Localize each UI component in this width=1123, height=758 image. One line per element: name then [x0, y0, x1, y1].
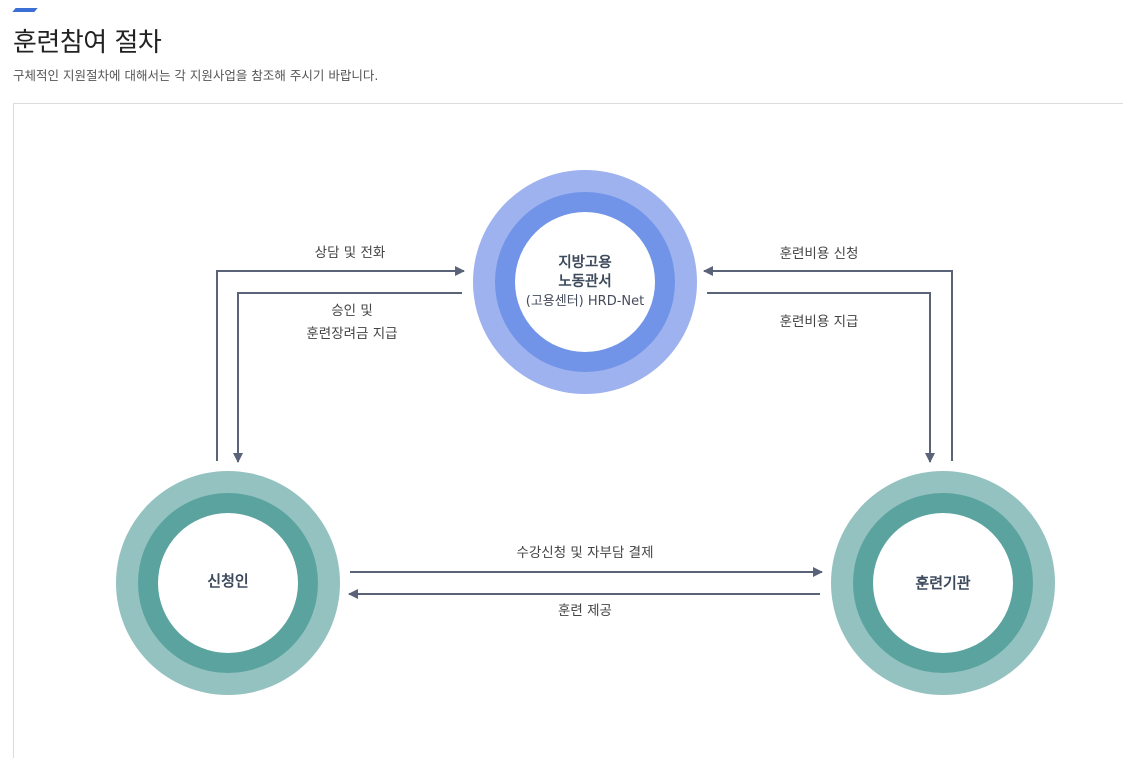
office-label-line1: 지방고용	[558, 255, 612, 271]
diagram-panel	[13, 103, 1123, 758]
institution-node-label: 훈련기관	[915, 574, 971, 592]
office-node-label: 지방고용 노동관서 (고용센터) HRD-Net	[500, 254, 670, 311]
edge-label-cost-payment: 훈련비용 지급	[779, 314, 859, 330]
office-node	[473, 170, 697, 394]
edge-label-cost-request: 훈련비용 신청	[779, 246, 859, 262]
office-label-line3: (고용센터) HRD-Net	[525, 294, 645, 309]
edge-label-approve: 승인 및 훈련장려금 지급	[272, 300, 432, 346]
edge-label-provide: 훈련 제공	[558, 603, 612, 619]
applicant-node-center	[158, 513, 298, 653]
page-title: 훈련참여 절차	[13, 28, 162, 58]
arrow-office-to-applicant	[233, 292, 462, 463]
edge-label-consult: 상담 및 전화	[314, 245, 386, 261]
arrow-institution-to-office	[703, 266, 953, 461]
institution-node	[831, 471, 1055, 695]
edge-label-approve-line1: 승인 및	[331, 303, 373, 319]
page-description: 구체적인 지원절차에 대해서는 각 지원사업을 참조해 주시기 바랍니다.	[13, 68, 379, 83]
arrow-applicant-to-office	[216, 266, 465, 461]
office-label-line2: 노동관서	[558, 274, 612, 290]
edge-label-approve-line2: 훈련장려금 지급	[306, 326, 398, 342]
edge-label-enroll: 수강신청 및 자부담 결제	[516, 545, 654, 561]
institution-node-center	[873, 513, 1013, 653]
office-node-center	[515, 212, 655, 352]
applicant-node	[116, 471, 340, 695]
applicant-node-label: 신청인	[207, 572, 249, 590]
arrow-office-to-institution	[707, 292, 935, 463]
